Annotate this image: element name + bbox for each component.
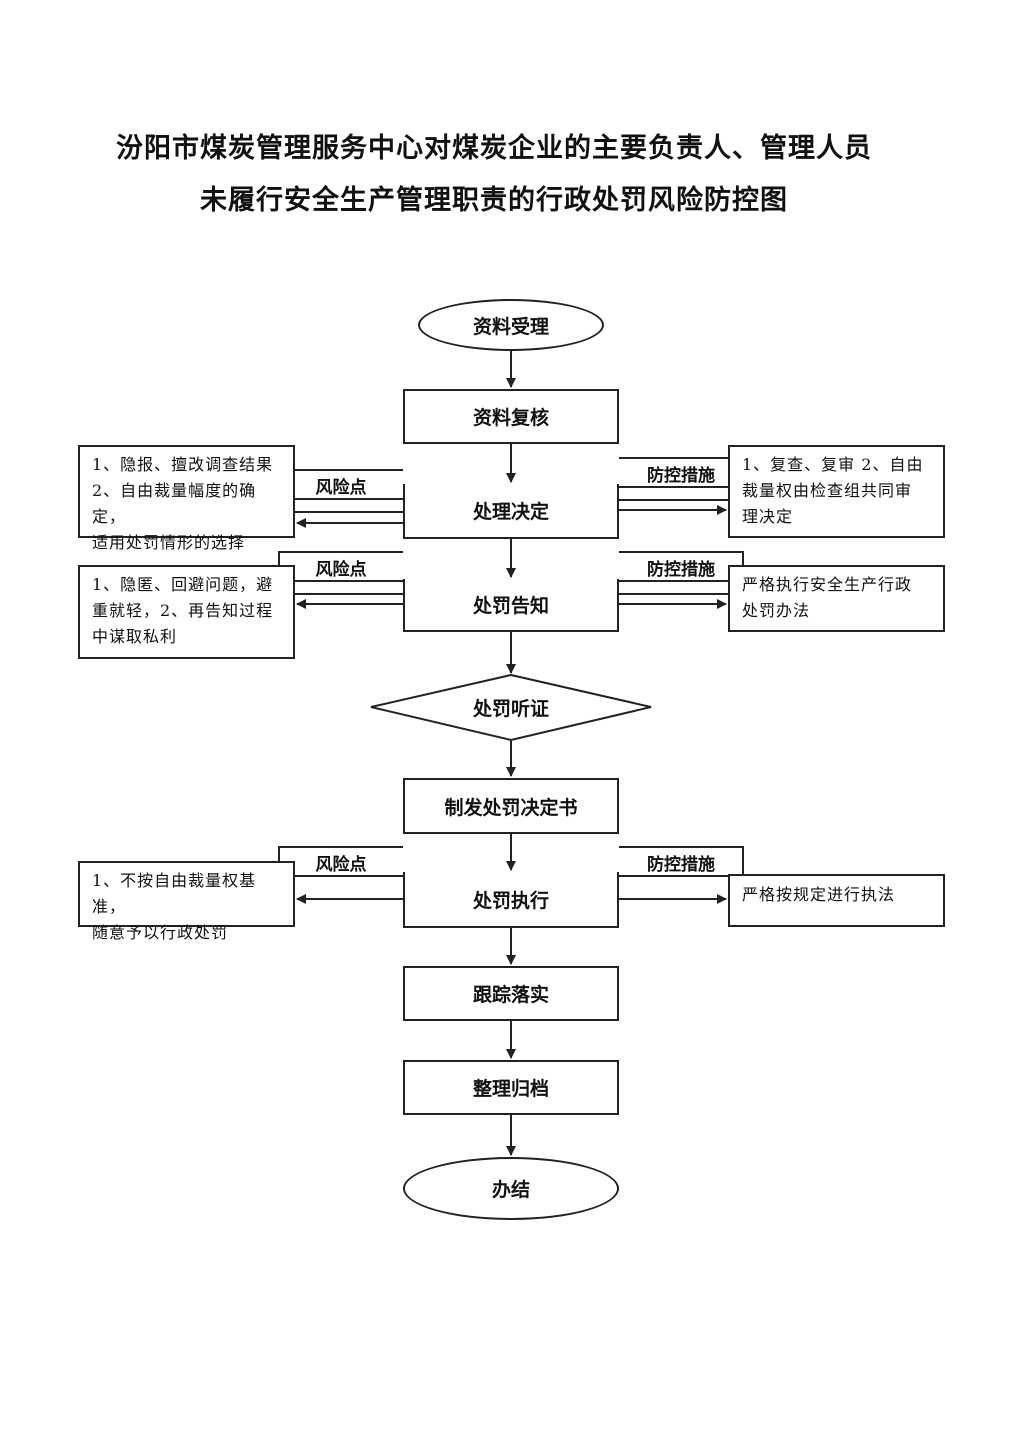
control-tag-notice: 防控措施 — [647, 559, 715, 580]
risk-note-execute: 1、不按自由裁量权基准， 随意予以行政处罚 — [78, 861, 295, 942]
hearing-diamond — [370, 673, 652, 742]
risk-note-notice: 1、隐匿、回避问题，避 重就轻，2、再告知过程 中谋取私利 — [78, 565, 295, 659]
risk-note-line: 重就轻，2、再告知过程 — [92, 601, 274, 620]
risk-note-line: 随意予以行政处罚 — [92, 923, 229, 942]
execute-step: 处罚执行 — [403, 872, 619, 928]
risk-note-line: 1、隐匿、回避问题，避 — [92, 575, 274, 594]
control-tag-decision: 防控措施 — [647, 465, 715, 486]
control-note-line: 严格执行安全生产行政 — [742, 575, 913, 594]
control-note-notice: 严格执行安全生产行政 处罚办法 — [728, 565, 945, 632]
risk-tag-decision: 风险点 — [315, 477, 367, 498]
risk-note-line: 1、隐报、擅改调查结果 — [92, 455, 274, 474]
control-note-execute: 严格按规定进行执法 — [728, 874, 945, 927]
issue-decision-step: 制发处罚决定书 — [403, 778, 619, 834]
followup-step: 跟踪落实 — [403, 966, 619, 1021]
risk-note-line: 1、不按自由裁量权基准， — [92, 871, 257, 916]
end-node: 办结 — [403, 1157, 619, 1220]
start-node: 资料受理 — [418, 299, 604, 351]
notice-step: 处罚告知 — [403, 579, 619, 632]
control-note-decision: 1、复查、复审 2、自由 裁量权由检查组共同审 理决定 — [728, 445, 945, 538]
risk-note-line: 中谋取私利 — [92, 627, 178, 646]
risk-note-line: 适用处罚情形的选择 — [92, 533, 246, 552]
control-tag-execute: 防控措施 — [647, 854, 715, 875]
control-note-line: 处罚办法 — [742, 601, 811, 620]
control-note-line: 理决定 — [742, 507, 794, 526]
control-note-line: 裁量权由检查组共同审 — [742, 481, 913, 500]
review-step: 资料复核 — [403, 389, 619, 444]
hearing-label: 处罚听证 — [472, 697, 549, 720]
page-title-line2: 未履行安全生产管理职责的行政处罚风险防控图 — [200, 185, 788, 216]
risk-note-line: 2、自由裁量幅度的确定， — [92, 481, 257, 526]
risk-tag-execute: 风险点 — [315, 854, 367, 875]
archive-step: 整理归档 — [403, 1060, 619, 1115]
risk-note-decision: 1、隐报、擅改调查结果 2、自由裁量幅度的确定， 适用处罚情形的选择 — [78, 445, 295, 552]
control-note-line: 1、复查、复审 2、自由 — [742, 455, 924, 474]
decision-step: 处理决定 — [403, 484, 619, 539]
control-tag-outline-execute — [619, 846, 744, 876]
risk-tag-notice: 风险点 — [315, 559, 367, 580]
control-note-line: 严格按规定进行执法 — [742, 885, 896, 904]
page-title-line1: 汾阳市煤炭管理服务中心对煤炭企业的主要负责人、管理人员 — [116, 133, 872, 164]
